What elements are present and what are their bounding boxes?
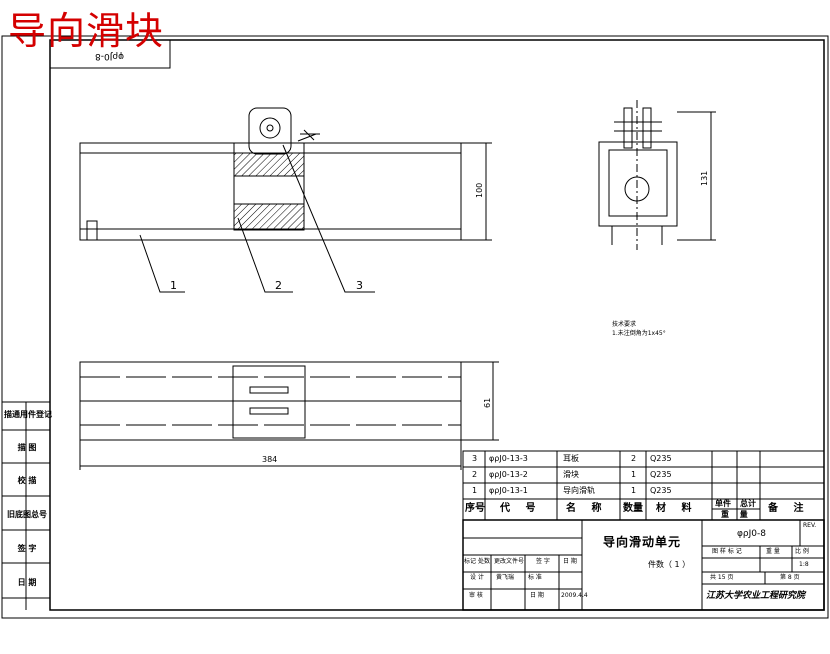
balloon-2: 2 — [275, 279, 282, 292]
change-doc: 更改文件号 — [494, 558, 525, 565]
balloon-leaders — [139, 144, 375, 293]
weight-label: 重 量 — [766, 548, 780, 555]
sheet-total: 共 15 页 — [710, 574, 734, 581]
top-code-box — [49, 39, 171, 69]
header-name: 名 称 — [566, 503, 608, 514]
parts-row-2-name: 滑块 — [563, 470, 579, 479]
institution: 江苏大学农业工程研究院 — [706, 591, 806, 601]
parts-row-3-no: 3 — [472, 454, 478, 463]
side-label-3: 校 描 — [17, 476, 37, 485]
parts-row-2-no: 2 — [472, 470, 478, 479]
side-stamp-column — [2, 401, 50, 610]
parts-row-2-qty: 1 — [631, 470, 637, 479]
inner-border — [49, 39, 825, 611]
parts-count: 件数（ 1 ） — [648, 560, 691, 569]
header-total-weight: 总计 — [740, 499, 756, 508]
dim-height-100 — [461, 142, 492, 241]
title-stamp: 导向滑块 — [8, 9, 165, 53]
outer-border — [1, 35, 829, 619]
header-material: 材 料 — [656, 503, 698, 514]
side-view — [598, 100, 716, 250]
plan-view — [79, 361, 499, 470]
header-weight: 重 量 — [721, 510, 752, 519]
header-code: 代 号 — [500, 503, 542, 514]
parts-row-1-qty: 1 — [631, 486, 637, 495]
designer-label: 设 计 — [470, 574, 484, 581]
front-view — [79, 107, 462, 241]
side-label-6: 日 期 — [17, 578, 37, 587]
header-remarks: 备 注 — [768, 503, 810, 514]
rev-label: REV. — [803, 522, 817, 529]
header-unit-weight: 单件 — [715, 499, 731, 508]
change-count: 处数 — [478, 558, 491, 565]
review-label: 审 核 — [469, 592, 483, 599]
scale-value: 1:8 — [799, 561, 809, 568]
side-label-5: 签 字 — [17, 544, 37, 553]
date-label: 日 期 — [530, 592, 544, 599]
top-drawing-code: φρJ0-8 — [95, 51, 125, 61]
std-label: 标 准 — [528, 574, 542, 581]
stage-label: 图 样 标 记 — [712, 548, 742, 555]
dim-label-height: 100 — [475, 182, 484, 198]
dim-label-length: 384 — [262, 455, 278, 464]
parts-row-1-code: φρJ0-13-1 — [489, 486, 528, 495]
balloon-3: 3 — [356, 279, 363, 292]
header-qty: 数量 — [623, 503, 643, 514]
parts-row-3-qty: 2 — [631, 454, 637, 463]
parts-row-2-code: φρJ0-13-2 — [489, 470, 528, 479]
parts-row-1-name: 导向滑轨 — [563, 486, 595, 495]
parts-row-2-material: Q235 — [650, 470, 672, 479]
dim-label-plan-height: 61 — [483, 397, 492, 408]
part-name: 导向滑动单元 — [603, 535, 682, 549]
sheet-no: 第 8 页 — [780, 574, 800, 581]
parts-row-3-code: φρJ0-13-3 — [489, 454, 528, 463]
parts-row-1-no: 1 — [472, 486, 478, 495]
change-mark: 标记 — [464, 558, 477, 565]
designer-name: 黄飞瑞 — [496, 574, 515, 581]
parts-row-1-material: Q235 — [650, 486, 672, 495]
side-label-4: 旧底图总号 — [7, 510, 47, 519]
side-label-1: 描通用件登记 — [4, 410, 52, 419]
header-no: 序号 — [465, 503, 485, 514]
tech-req-line-1: 1.未注倒角为1x45° — [612, 330, 666, 337]
scale-label: 比 例 — [795, 548, 809, 555]
dim-label-side-height: 131 — [700, 170, 709, 186]
change-date: 日 期 — [563, 558, 577, 565]
change-sign: 签 字 — [536, 558, 550, 565]
parts-row-3-material: Q235 — [650, 454, 672, 463]
date-value: 2009.4.4 — [561, 592, 588, 599]
parts-row-3-name: 耳板 — [563, 454, 579, 463]
title-block-grid — [462, 519, 825, 611]
drawing-no: φρJ0-8 — [737, 529, 767, 539]
tech-req-title: 技术要求 — [612, 321, 637, 328]
balloon-1: 1 — [170, 279, 177, 292]
side-label-2: 描 图 — [17, 443, 37, 452]
